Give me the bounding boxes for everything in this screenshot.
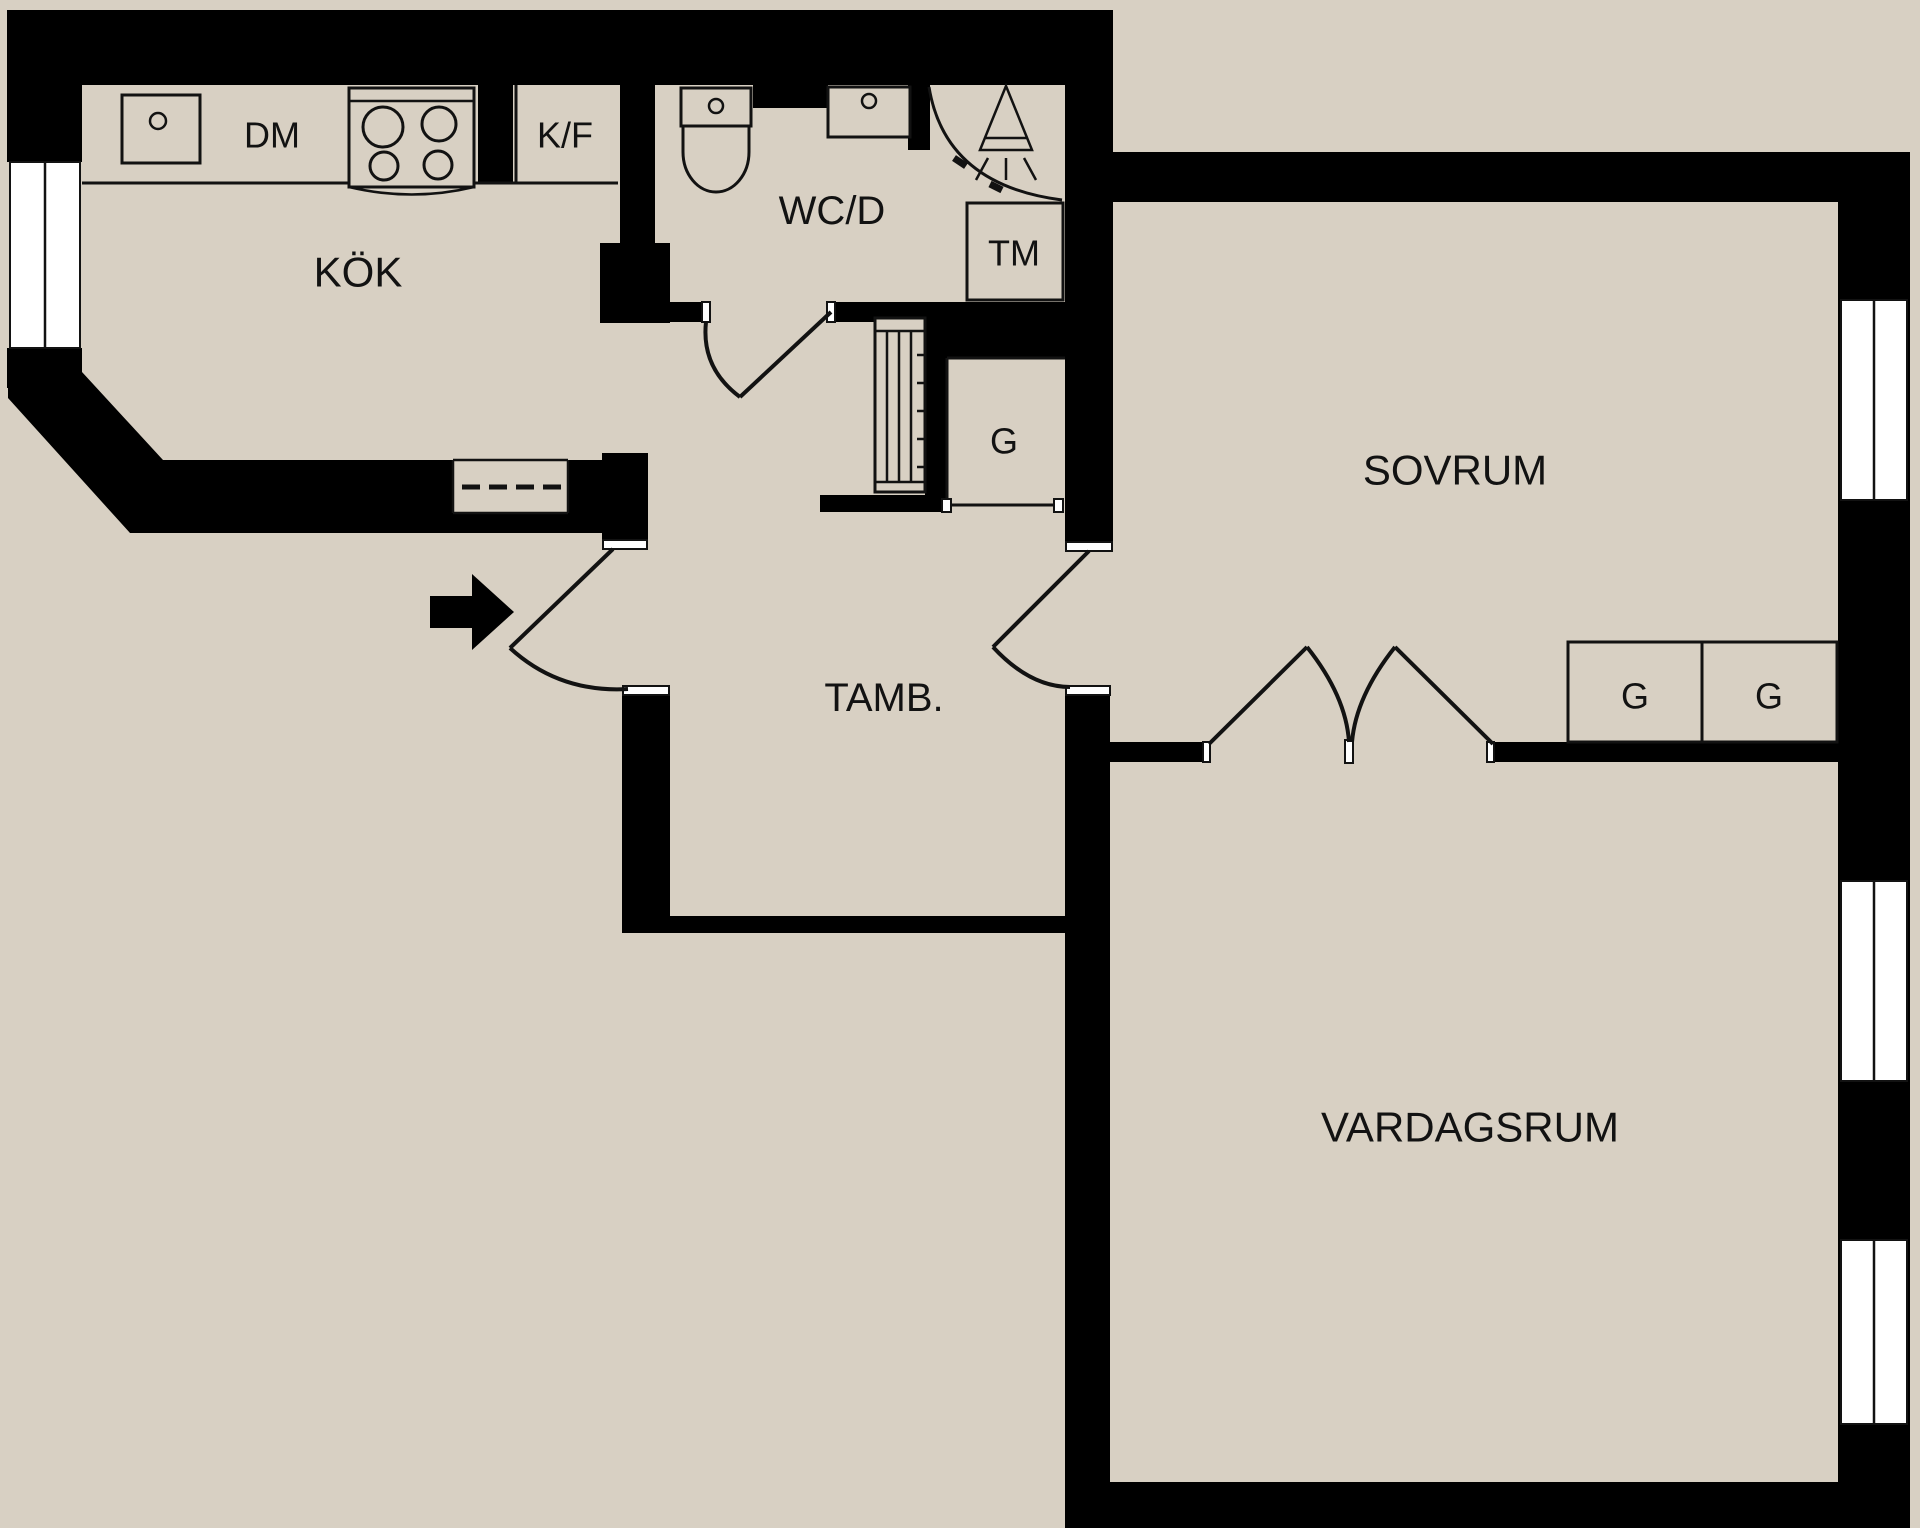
entrance-arrow-icon	[430, 574, 514, 650]
walls	[7, 10, 1910, 1528]
washing-machine-label: TM	[988, 233, 1040, 274]
washbasin-symbol	[826, 85, 912, 139]
sink-symbol	[120, 93, 202, 165]
entrance-door	[508, 547, 629, 692]
serving-hatch	[451, 458, 570, 515]
wardrobe-left	[1566, 640, 1704, 744]
living-room-label: VARDAGSRUM	[1321, 1104, 1619, 1151]
fridge-freezer-label: K/F	[537, 115, 593, 156]
hall-to-bedroom-door	[991, 549, 1091, 689]
double-door-bedroom-living	[1207, 645, 1495, 746]
window-bedroom	[1840, 299, 1908, 501]
wardrobe-left-label: G	[1621, 676, 1649, 717]
shower-symbol	[974, 82, 1038, 181]
hall-closet-label: G	[990, 421, 1018, 462]
kitchen-label: KÖK	[314, 249, 403, 296]
bathroom-door	[703, 310, 833, 399]
wardrobe-right	[1700, 640, 1839, 744]
hallway-label: TAMB.	[824, 676, 943, 720]
stove-symbol	[347, 86, 476, 196]
wardrobe-right-label: G	[1755, 676, 1783, 717]
hall-closet	[945, 356, 1065, 512]
radiator-symbol	[873, 316, 927, 494]
washing-machine-box	[965, 201, 1065, 302]
door-posts	[602, 301, 1495, 764]
toilet-symbol	[679, 86, 753, 194]
dishwasher-label: DM	[244, 115, 300, 156]
bathroom-label: WC/D	[779, 189, 886, 233]
shower-screen	[927, 86, 1063, 202]
window-kitchen	[9, 161, 81, 349]
window-living-room-1	[1840, 880, 1908, 1082]
bedroom-label: SOVRUM	[1363, 447, 1547, 494]
window-living-room-2	[1840, 1239, 1908, 1425]
